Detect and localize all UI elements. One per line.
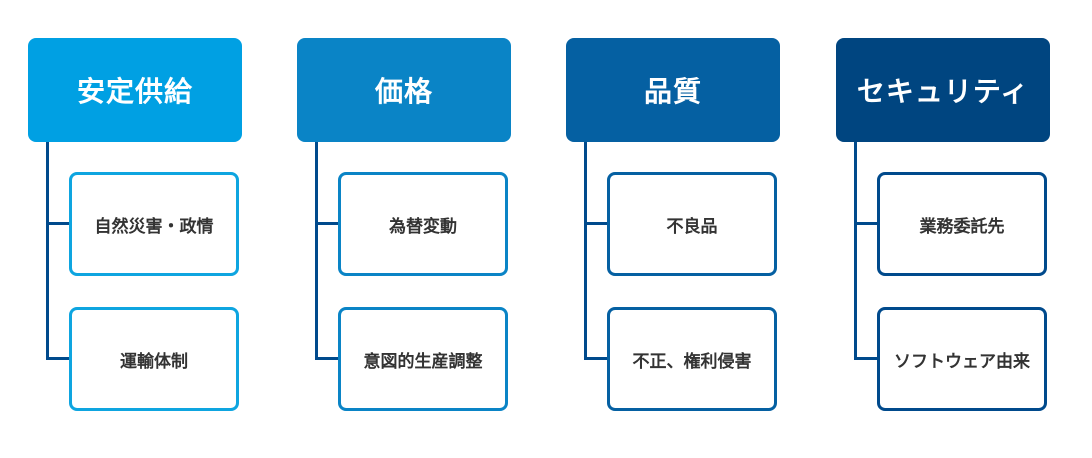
- connector-branch-line: [854, 357, 878, 360]
- risk-item-box: 不正、権利侵害: [607, 307, 777, 411]
- risk-item-box: 不良品: [607, 172, 777, 276]
- connector-branch-line: [584, 222, 608, 225]
- connector-vertical-line: [854, 142, 857, 359]
- risk-item-box: 意図的生産調整: [338, 307, 508, 411]
- category-column-quality: 品質 不良品 不正、権利侵害: [566, 38, 782, 418]
- connector-branch-line: [46, 222, 70, 225]
- category-header: 安定供給: [28, 38, 242, 142]
- connector-branch-line: [584, 357, 608, 360]
- category-header: セキュリティ: [836, 38, 1050, 142]
- risk-item-box: 運輸体制: [69, 307, 239, 411]
- risk-item-box: ソフトウェア由来: [877, 307, 1047, 411]
- connector-vertical-line: [46, 142, 49, 359]
- category-header: 価格: [297, 38, 511, 142]
- connector-branch-line: [315, 222, 339, 225]
- connector-vertical-line: [315, 142, 318, 359]
- category-column-security: セキュリティ 業務委託先 ソフトウェア由来: [836, 38, 1052, 418]
- risk-item-box: 為替変動: [338, 172, 508, 276]
- connector-branch-line: [46, 357, 70, 360]
- connector-vertical-line: [584, 142, 587, 359]
- category-header: 品質: [566, 38, 780, 142]
- category-column-price: 価格 為替変動 意図的生産調整: [297, 38, 513, 418]
- connector-branch-line: [315, 357, 339, 360]
- category-column-stable-supply: 安定供給 自然災害・政情 運輸体制: [28, 38, 244, 418]
- risk-item-box: 自然災害・政情: [69, 172, 239, 276]
- risk-item-box: 業務委託先: [877, 172, 1047, 276]
- connector-branch-line: [854, 222, 878, 225]
